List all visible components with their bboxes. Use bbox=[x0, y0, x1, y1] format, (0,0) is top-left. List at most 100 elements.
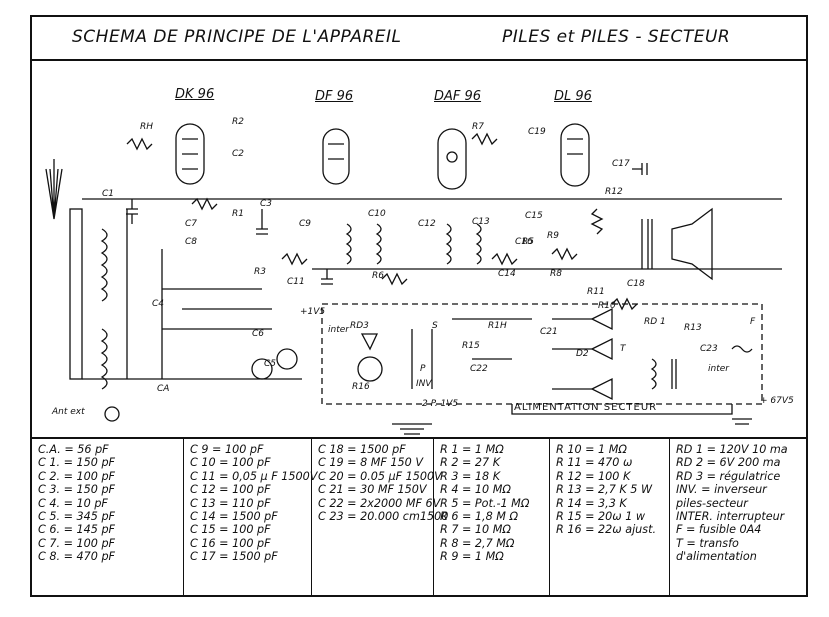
label-t: T bbox=[620, 344, 626, 354]
component-label: C6 bbox=[252, 329, 265, 339]
parts-list-line: C 16 = 100 pF bbox=[190, 536, 271, 550]
component-label: R10 bbox=[598, 301, 616, 311]
component-label: C3 bbox=[260, 199, 273, 209]
parts-list-line: R 11 = 470 ω bbox=[556, 456, 633, 470]
component-label: R9 bbox=[547, 231, 559, 241]
antenna-symbol bbox=[45, 159, 120, 422]
parts-list-line: C 12 = 100 pF bbox=[190, 483, 271, 497]
label-r15: R15 bbox=[462, 341, 480, 351]
label-alimentation: ALIMENTATION SECTEUR bbox=[514, 402, 658, 413]
parts-list-line: C 5. = 345 pF bbox=[38, 510, 115, 524]
schematic-drawing bbox=[45, 123, 782, 435]
parts-list-line: C 10 = 100 pF bbox=[190, 456, 271, 470]
parts-list-line: C 7. = 100 pF bbox=[38, 536, 115, 550]
sheet-subtitle: PILES et PILES - SECTEUR bbox=[502, 27, 731, 47]
component-label: R12 bbox=[605, 187, 623, 197]
tube-daf96 bbox=[437, 128, 467, 190]
component-label: C9 bbox=[299, 219, 312, 229]
parts-list-line: RD 3 = régulatrice bbox=[676, 469, 781, 483]
parts-list-line: R 14 = 3,3 K bbox=[556, 496, 627, 510]
parts-list-line: R 16 = 22ω ajust. bbox=[556, 523, 657, 537]
parts-list-line: C 15 = 100 pF bbox=[190, 523, 271, 537]
circuit-schematic: DK 96 DF 96 DAF 96 DL 96 Ant ext ALIMENT… bbox=[32, 59, 806, 437]
component-label: R6 bbox=[372, 271, 384, 281]
component-label: R1 bbox=[232, 209, 244, 219]
parts-list-line: R 10 = 1 MΩ bbox=[556, 443, 627, 456]
parts-list-line: C 9 = 100 pF bbox=[190, 443, 264, 456]
parts-list-line: C 4. = 10 pF bbox=[38, 496, 108, 510]
component-label: R5 bbox=[522, 237, 534, 247]
label-ant-ext: Ant ext bbox=[52, 407, 85, 417]
component-label: R8 bbox=[550, 269, 562, 279]
component-label: C15 bbox=[525, 211, 543, 221]
schematic-sheet: SCHEMA DE PRINCIPE DE L'APPAREIL PILES e… bbox=[30, 15, 808, 597]
tube-label-dk96: DK 96 bbox=[175, 87, 215, 102]
component-label: C4 bbox=[152, 299, 165, 309]
label-rd3: RD3 bbox=[350, 321, 369, 331]
parts-list-line: INTER. interrupteur bbox=[676, 510, 785, 524]
component-label: C2 bbox=[232, 149, 245, 159]
parts-list-line: C 3. = 150 pF bbox=[38, 483, 115, 497]
component-label: C13 bbox=[472, 217, 490, 227]
component-label: C12 bbox=[418, 219, 436, 229]
label-r13: R13 bbox=[684, 323, 702, 333]
coil-group-rf bbox=[100, 209, 163, 390]
label-c22: C22 bbox=[470, 364, 488, 374]
parts-list-line: C 23 = 20.000 cm1500 bbox=[318, 510, 449, 524]
parts-list-line: C 22 = 2x2000 MF 6V bbox=[318, 496, 441, 510]
parts-list-line: INV. = inverseur bbox=[676, 483, 767, 497]
parts-list-line: C 17 = 1500 pF bbox=[190, 550, 278, 564]
component-label: C1 bbox=[102, 189, 115, 199]
parts-list-line: R 5 = Pot.-1 MΩ bbox=[440, 496, 530, 510]
parts-list-line: R 9 = 1 MΩ bbox=[440, 550, 504, 564]
parts-list-line: piles-secteur bbox=[676, 496, 748, 510]
label-inter-2: inter bbox=[708, 364, 729, 374]
label-d2: D2 bbox=[576, 349, 589, 359]
tube-df96 bbox=[322, 128, 350, 185]
tube-dk96 bbox=[175, 123, 205, 185]
label-p: P bbox=[420, 364, 426, 374]
parts-list-line: C 8. = 470 pF bbox=[38, 550, 115, 564]
title-bar: SCHEMA DE PRINCIPE DE L'APPAREIL PILES e… bbox=[32, 17, 806, 61]
label-rh: RH bbox=[140, 122, 154, 132]
label-inv: INV bbox=[416, 379, 432, 389]
tube-label-daf96: DAF 96 bbox=[434, 89, 482, 104]
component-label: R7 bbox=[472, 122, 484, 132]
label-ca: CA bbox=[157, 384, 170, 394]
tube-dl96 bbox=[560, 123, 590, 187]
component-label: C16 bbox=[515, 237, 533, 247]
component-label: R2 bbox=[232, 117, 244, 127]
parts-list-line: R 3 = 18 K bbox=[440, 469, 501, 483]
label-rd1: RD 1 bbox=[644, 317, 666, 327]
component-label: C7 bbox=[185, 219, 198, 229]
parts-list-line: R 4 = 10 MΩ bbox=[440, 483, 511, 497]
parts-list-line: C 19 = 8 MF 150 V bbox=[318, 456, 423, 470]
parts-list-line: T = transfo bbox=[676, 536, 739, 550]
component-label: R11 bbox=[587, 287, 605, 297]
parts-list-line: R 8 = 2,7 MΩ bbox=[440, 536, 515, 550]
component-label: C17 bbox=[612, 159, 630, 169]
component-label: C19 bbox=[528, 127, 546, 137]
label-c21: C21 bbox=[540, 327, 558, 337]
component-label: C18 bbox=[627, 279, 645, 289]
component-label: C8 bbox=[185, 237, 198, 247]
component-label: C11 bbox=[287, 277, 305, 287]
parts-list-line: R 7 = 10 MΩ bbox=[440, 523, 511, 537]
parts-list-line: R 1 = 1 MΩ bbox=[440, 443, 504, 456]
parts-list-line: RD 2 = 6V 200 ma bbox=[676, 456, 781, 470]
component-label: C5 bbox=[264, 359, 277, 369]
parts-list-line: C 13 = 110 pF bbox=[190, 496, 271, 510]
parts-list-line: R 2 = 27 K bbox=[440, 456, 501, 470]
label-r16: R16 bbox=[352, 382, 370, 392]
label-r14: R1H bbox=[488, 321, 507, 331]
label-v15: +1V5 bbox=[300, 307, 326, 317]
component-label: C10 bbox=[368, 209, 386, 219]
component-label: C14 bbox=[498, 269, 516, 279]
label-s: S bbox=[432, 321, 438, 331]
